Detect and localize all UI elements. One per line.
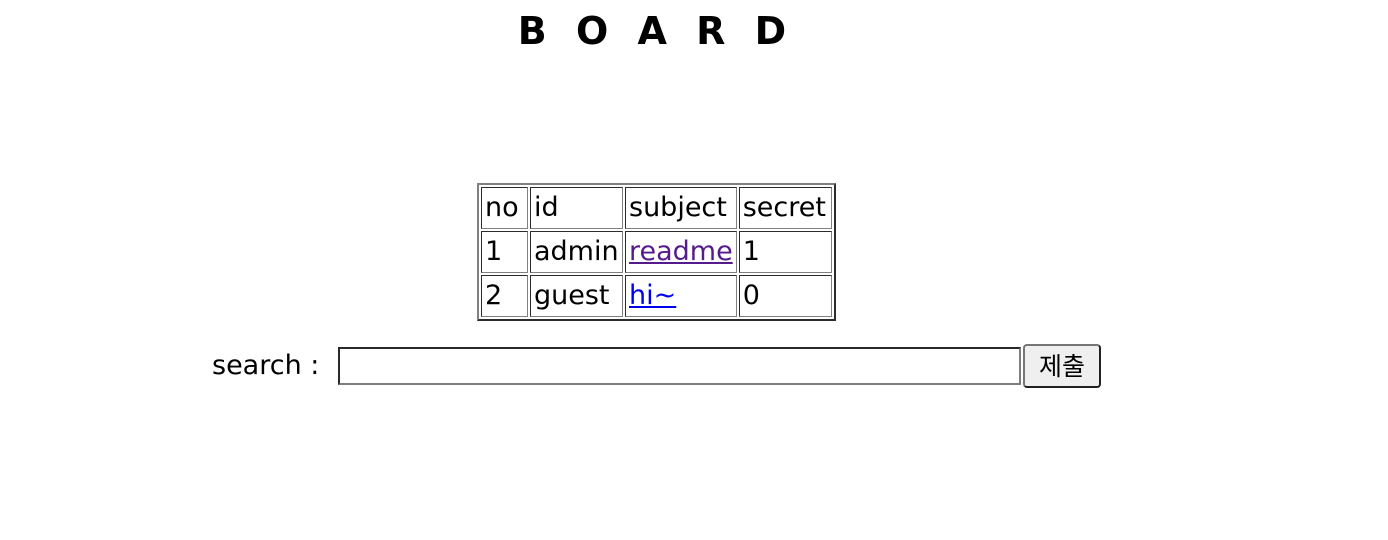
column-header-no: no (481, 187, 528, 229)
submit-button[interactable]: 제출 (1022, 344, 1101, 388)
search-input[interactable] (337, 347, 1021, 385)
cell-secret-value: 0 (742, 280, 760, 311)
table-row: 1 admin readme 1 (481, 231, 832, 273)
board-table-container: no id subject secret 1 admin readme 1 2 … (477, 183, 836, 321)
column-header-subject: subject (625, 187, 737, 229)
column-header-id-label: id (534, 192, 559, 223)
cell-no-value: 1 (485, 236, 503, 267)
cell-subject[interactable]: hi~ (625, 275, 737, 317)
column-header-no-label: no (485, 192, 519, 223)
cell-no: 1 (481, 231, 528, 273)
cell-id-value: guest (534, 280, 610, 311)
search-label: search : (212, 350, 328, 381)
cell-id: guest (530, 275, 623, 317)
table-header-row: no id subject secret (481, 187, 832, 229)
cell-secret: 0 (738, 275, 832, 317)
column-header-subject-label: subject (629, 192, 727, 223)
cell-id: admin (530, 231, 623, 273)
post-subject-link[interactable]: hi~ (629, 280, 677, 311)
cell-id-value: admin (534, 236, 619, 267)
column-header-secret-label: secret (742, 192, 826, 223)
post-subject-link[interactable]: readme (629, 236, 733, 267)
column-header-id: id (530, 187, 623, 229)
page-title: B O A R D (517, 9, 795, 53)
cell-secret: 1 (738, 231, 832, 273)
cell-no-value: 2 (485, 280, 503, 311)
cell-no: 2 (481, 275, 528, 317)
table-row: 2 guest hi~ 0 (481, 275, 832, 317)
cell-secret-value: 1 (742, 236, 760, 267)
search-form: search : 제출 (212, 344, 1101, 388)
cell-subject[interactable]: readme (625, 231, 737, 273)
board-table: no id subject secret 1 admin readme 1 2 … (477, 183, 836, 321)
column-header-secret: secret (738, 187, 832, 229)
